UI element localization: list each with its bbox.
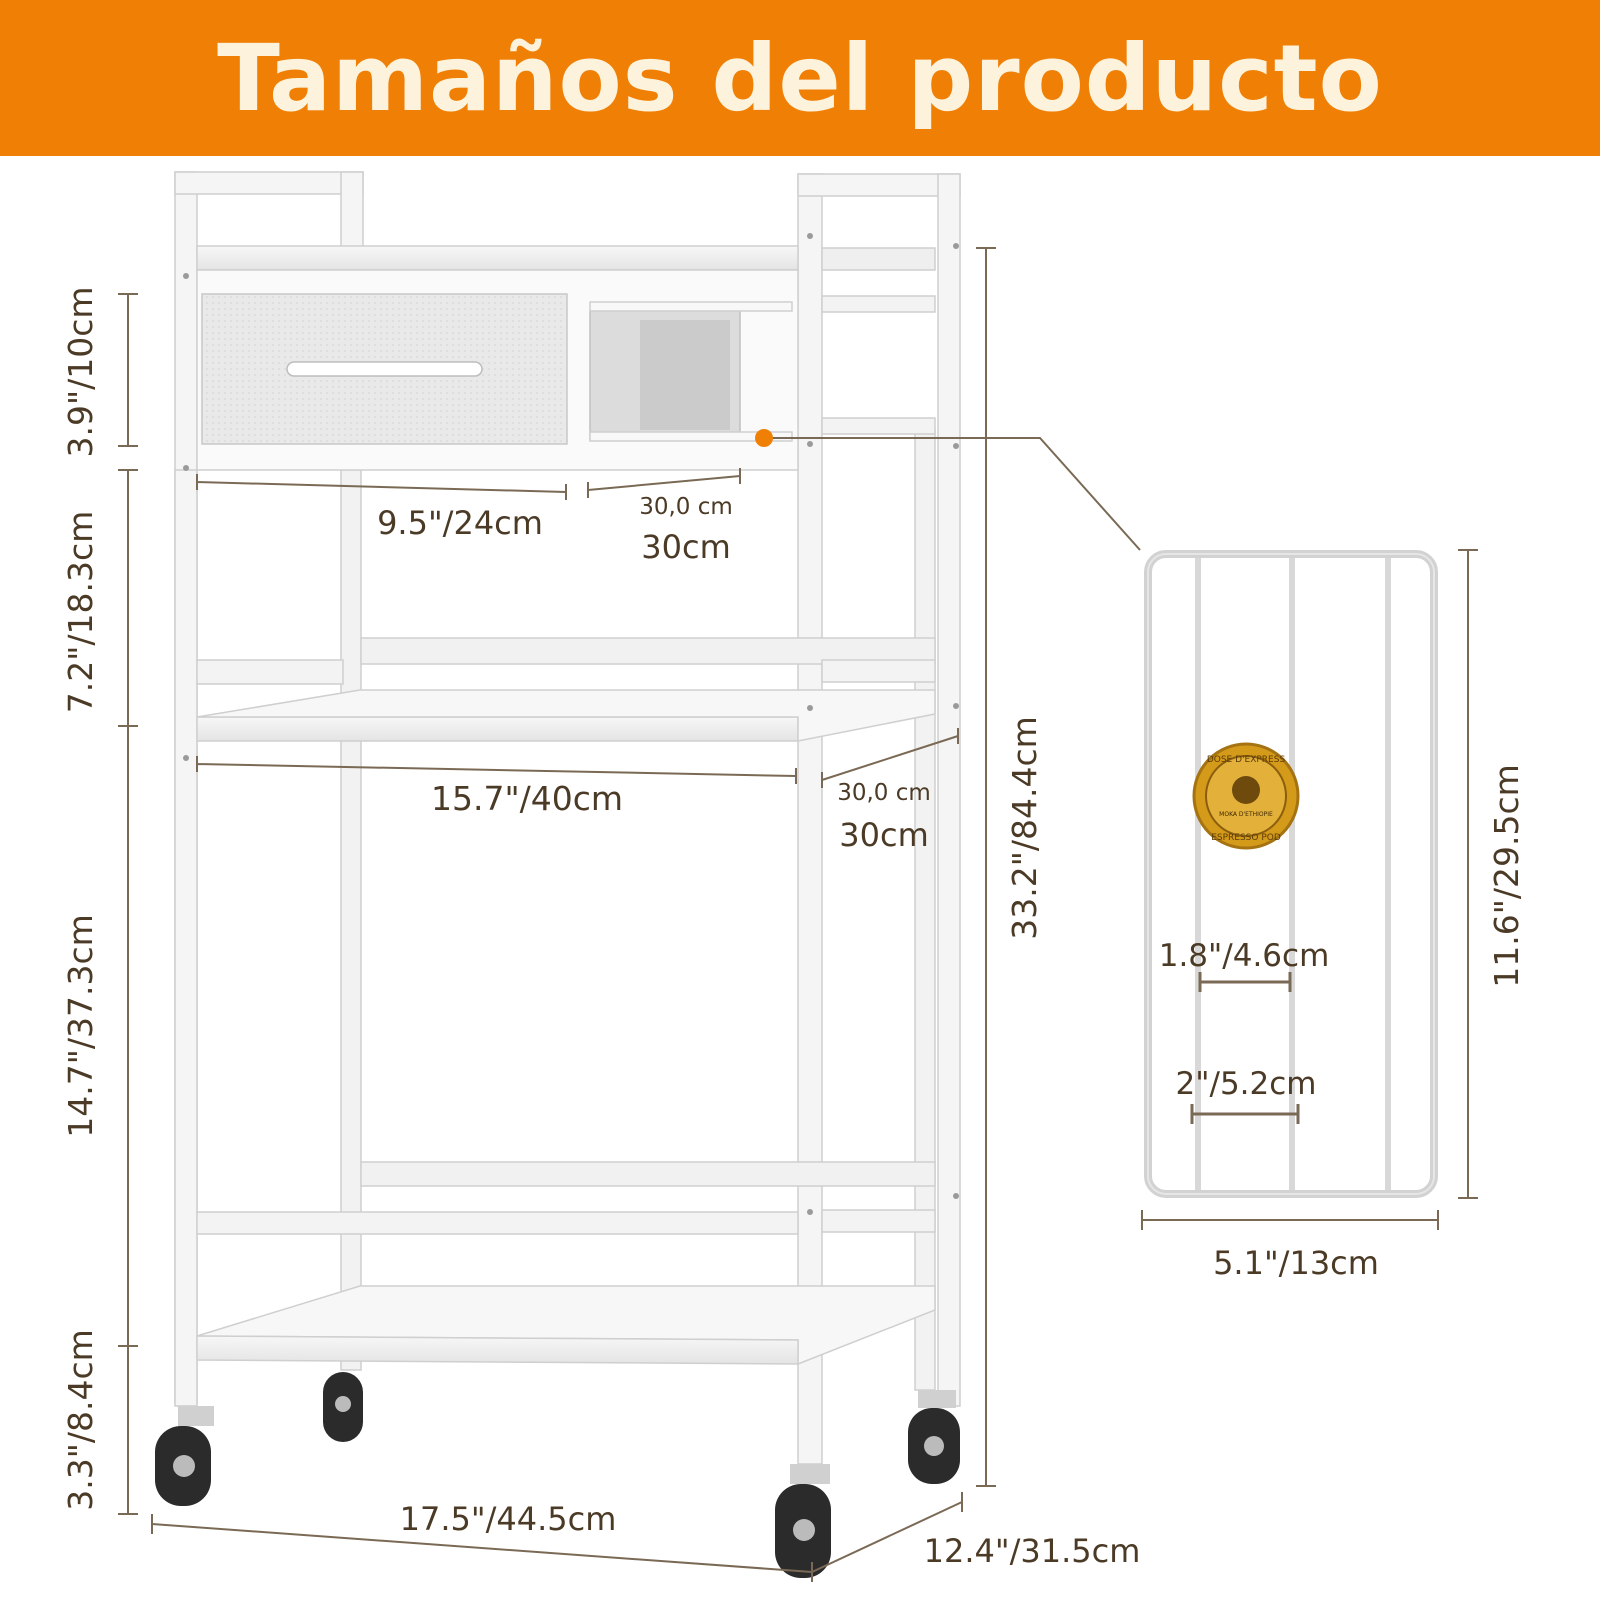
total-height-label: 33.2"/84.4cm — [1005, 716, 1044, 940]
drawer-tier-height-label: 7.2"/18.3cm — [61, 511, 100, 714]
shelf-depth-small-label: 30,0 cm — [837, 780, 931, 806]
fabric-drawer — [201, 293, 568, 445]
drawer-handle — [286, 361, 483, 377]
caster-back-right — [908, 1390, 960, 1484]
rack-detail: DOSE D'EXPRESS MOKA D'ETHIOPIE ESPRESSO … — [1144, 550, 1438, 1198]
accent-dot — [755, 429, 773, 447]
title-banner: Tamaños del producto — [0, 0, 1600, 156]
base-width-label: 17.5"/44.5cm — [400, 1500, 617, 1538]
drawer-width-label: 9.5"/24cm — [377, 504, 543, 542]
right-handle — [797, 173, 961, 1465]
bottom-clearance-label: 3.3"/8.4cm — [61, 1329, 100, 1511]
dimension-lines — [118, 247, 1478, 1582]
caster-back-left — [323, 1372, 363, 1442]
cart — [174, 171, 961, 1465]
screws — [183, 233, 959, 1215]
base-depth-label: 12.4"/31.5cm — [924, 1532, 1141, 1570]
shelf-depth-large-label: 30cm — [839, 816, 928, 854]
product-diagram: DOSE D'EXPRESS MOKA D'ETHIOPIE ESPRESSO … — [61, 171, 1526, 1582]
caster-front-left — [155, 1406, 214, 1506]
bottom-shelf — [196, 1161, 936, 1366]
rack-width-label: 5.1"/13cm — [1213, 1244, 1379, 1282]
drawer-slot — [589, 301, 793, 442]
top-depth-large-label: 30cm — [641, 528, 730, 566]
top-depth-small-label: 30,0 cm — [639, 494, 733, 520]
seal-center-text: MOKA D'ETHIOPIE — [1219, 811, 1273, 818]
middle-tier-height-label: 14.7"/37.3cm — [61, 914, 100, 1138]
seal-top-text: DOSE D'EXPRESS — [1207, 755, 1286, 765]
rack-height-label: 11.6"/29.5cm — [1487, 764, 1526, 988]
drawer-height-label: 3.9"/10cm — [61, 286, 100, 457]
shelf-width-label: 15.7"/40cm — [431, 779, 623, 818]
seal-bottom-text: ESPRESSO POD — [1211, 833, 1281, 843]
page-title: Tamaños del producto — [217, 24, 1383, 132]
top-board — [196, 245, 799, 271]
rack-gap-outer-label: 2"/5.2cm — [1176, 1066, 1317, 1102]
back-left-post — [340, 469, 362, 1371]
dimension-labels: 3.9"/10cm 7.2"/18.3cm 14.7"/37.3cm 3.3"/… — [61, 286, 1526, 1570]
espresso-pod-seal: DOSE D'EXPRESS MOKA D'ETHIOPIE ESPRESSO … — [1192, 742, 1300, 850]
rack-gap-inner-label: 1.8"/4.6cm — [1159, 938, 1330, 974]
back-right-post — [914, 429, 936, 1391]
caster-front-right — [775, 1464, 831, 1578]
middle-shelf — [196, 637, 936, 742]
